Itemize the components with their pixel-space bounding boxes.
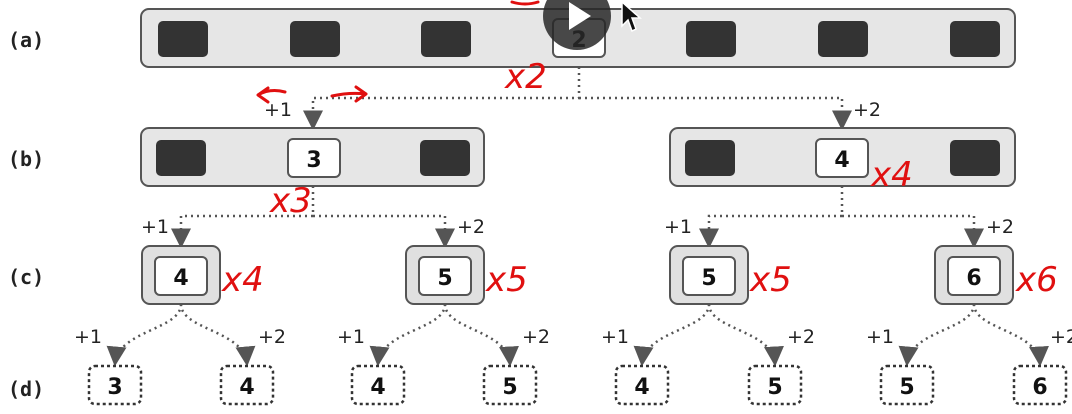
- edge-b-c-3: [699, 186, 844, 249]
- annotation-top-squiggle: [510, 0, 540, 6]
- node-d-5: 4: [614, 364, 670, 406]
- slot-a-3: [421, 21, 471, 57]
- slot-b-right-1: [685, 140, 735, 176]
- annotation-right-arrow: [330, 85, 368, 103]
- annotation-left-arrow: [256, 86, 287, 104]
- value-d-3: 4: [370, 375, 385, 400]
- edge-b-c-2: [313, 214, 455, 249]
- edge-c-d-6: [707, 303, 784, 367]
- slot-b-left-3: [420, 140, 470, 176]
- value-d-2: 4: [239, 375, 254, 400]
- edge-label-b-right: +2: [853, 99, 881, 121]
- value-b-right: 4: [834, 148, 849, 173]
- value-d-8: 6: [1032, 375, 1047, 400]
- node-c-1: 4: [141, 245, 221, 305]
- slot-b-right-3: [950, 140, 1000, 176]
- edge-c-d-8: [972, 303, 1049, 367]
- edge-label-d-6: +2: [787, 326, 815, 348]
- node-d-7: 5: [879, 364, 935, 406]
- slot-a-7: [950, 21, 1000, 57]
- edge-label-c-1: +1: [141, 216, 169, 238]
- node-d-4: 5: [482, 364, 538, 406]
- node-c-4: 6: [934, 245, 1014, 305]
- value-d-1: 3: [107, 375, 122, 400]
- row-label-a: (a): [8, 28, 44, 52]
- annotation-b-right-mult: x4: [870, 155, 913, 195]
- edge-label-d-2: +2: [258, 326, 286, 348]
- edge-label-c-4: +2: [986, 216, 1014, 238]
- edge-b-c-1: [171, 186, 315, 249]
- edge-c-d-5: [633, 303, 711, 367]
- edge-c-d-3: [369, 303, 447, 367]
- value-d-7: 5: [899, 375, 914, 400]
- slot-a-1: [158, 21, 208, 57]
- edge-c-d-4: [443, 303, 519, 367]
- slot-b-left-1: [156, 140, 206, 176]
- edge-c-d-7: [898, 303, 976, 367]
- slot-b-right-value: [815, 138, 869, 178]
- edge-label-d-1: +1: [74, 326, 102, 348]
- annotation-c2-mult: x5: [485, 260, 528, 300]
- edge-b-c-4: [842, 214, 984, 249]
- row-label-d: (d): [8, 377, 44, 401]
- value-c-2: 5: [437, 266, 452, 291]
- edge-label-c-2: +2: [457, 216, 485, 238]
- node-d-3: 4: [350, 364, 406, 406]
- slot-b-left-value: [287, 138, 341, 178]
- slot-a-2: [290, 21, 340, 57]
- value-c-1: 4: [173, 266, 188, 291]
- edge-a-b-right: [579, 96, 852, 131]
- annotation-c4-mult: x6: [1015, 260, 1058, 300]
- node-c-2: 5: [405, 245, 485, 305]
- edge-label-d-7: +1: [866, 326, 894, 348]
- annotation-b-left-mult: x3: [269, 181, 312, 221]
- slot-a-5: [686, 21, 736, 57]
- value-c-4: 6: [966, 266, 981, 291]
- edge-label-d-8: +2: [1050, 326, 1072, 348]
- node-d-1: 3: [87, 364, 143, 406]
- row-label-c: (c): [8, 265, 44, 289]
- edge-label-d-3: +1: [337, 326, 365, 348]
- row-label-b: (b): [8, 147, 44, 171]
- value-b-left: 3: [306, 148, 321, 173]
- edge-c-d-1: [106, 303, 183, 367]
- annotation-c3-mult: x5: [749, 260, 792, 300]
- node-d-2: 4: [219, 364, 275, 406]
- value-d-6: 5: [767, 375, 782, 400]
- edge-label-d-4: +2: [522, 326, 550, 348]
- annotation-c1-mult: x4: [221, 260, 264, 300]
- slot-a-6: [818, 21, 868, 57]
- edge-label-b-left: +1: [264, 99, 292, 121]
- annotation-a-mult: x2: [504, 57, 547, 97]
- value-d-4: 5: [502, 375, 517, 400]
- node-d-8: 6: [1012, 364, 1068, 406]
- value-c-3: 5: [701, 266, 716, 291]
- edge-c-d-2: [179, 303, 256, 367]
- mouse-cursor-icon: [621, 0, 642, 33]
- edge-a-b-left: [303, 67, 581, 131]
- node-c-3: 5: [669, 245, 749, 305]
- node-d-6: 5: [747, 364, 803, 406]
- edge-label-d-5: +1: [601, 326, 629, 348]
- value-d-5: 4: [634, 375, 649, 400]
- edge-label-c-3: +1: [664, 216, 692, 238]
